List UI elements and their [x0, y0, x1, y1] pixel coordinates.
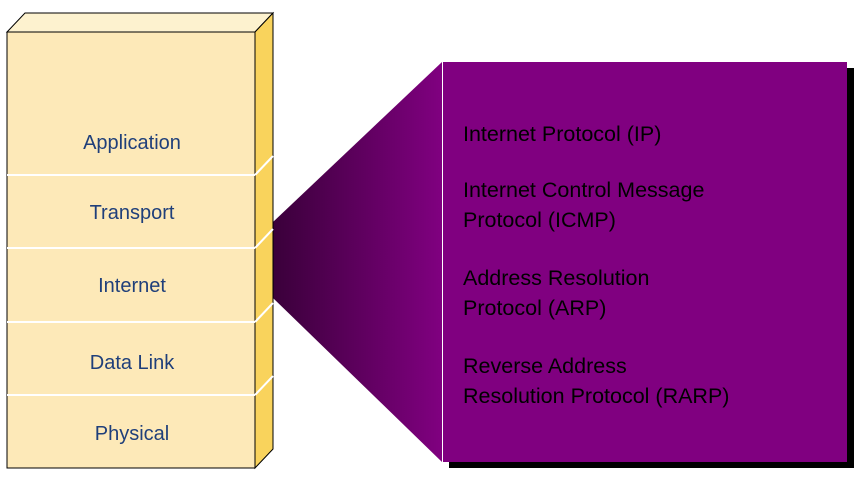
protocol-arp-line1: Address Resolution: [463, 266, 649, 290]
side-divider: [254, 155, 274, 176]
protocol-rarp-line1: Reverse Address: [463, 354, 627, 378]
layer-label-transport: Transport: [90, 202, 175, 224]
protocol-icmp-line1: Internet Control Message: [463, 178, 704, 202]
stack-front-face: [6, 31, 256, 469]
protocol-rarp-line2: Resolution Protocol (RARP): [463, 384, 729, 408]
stack-top-face: [5, 12, 275, 33]
protocol-icmp-line2: Protocol (ICMP): [463, 208, 616, 232]
protocol-ip: Internet Protocol (IP): [463, 122, 661, 146]
side-divider: [254, 228, 274, 249]
layer-label-physical: Physical: [95, 423, 169, 445]
side-divider: [254, 302, 274, 323]
stack-side-face: [254, 11, 274, 470]
layer-stack: Application Transport Internet Data Link…: [5, 11, 275, 470]
protocol-arp-line2: Protocol (ARP): [463, 296, 606, 320]
layer-label-application: Application: [83, 132, 181, 154]
protocol-panel: [443, 62, 847, 462]
layer-label-data-link: Data Link: [90, 352, 175, 374]
layer-label-internet: Internet: [98, 275, 166, 297]
protocol-list: Internet Protocol (IP) Internet Control …: [463, 122, 729, 408]
side-divider: [254, 375, 274, 396]
callout-connector: [273, 62, 442, 462]
